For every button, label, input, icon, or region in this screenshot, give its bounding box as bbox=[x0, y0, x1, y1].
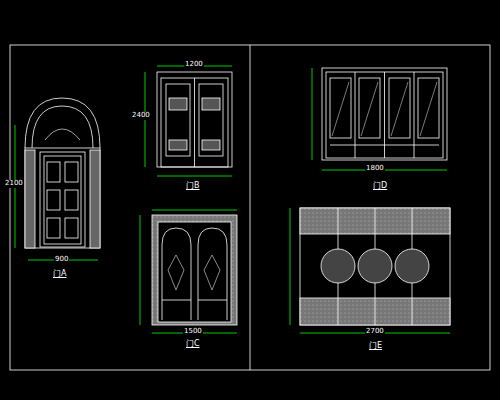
dimension-text: 2400 bbox=[131, 112, 151, 120]
sliding-door bbox=[290, 208, 450, 333]
four-leaf-door bbox=[312, 68, 447, 170]
dimension-text: 2100 bbox=[4, 180, 24, 188]
drawing-caption: 门E bbox=[368, 342, 383, 351]
arched-door bbox=[15, 98, 100, 260]
drawing-caption: 门A bbox=[52, 270, 67, 279]
dimension-text: 1200 bbox=[184, 61, 204, 69]
double-door bbox=[145, 66, 232, 176]
dimension-text: 2700 bbox=[365, 328, 385, 336]
arched-glass-door bbox=[140, 210, 237, 333]
drawing-caption: 门D bbox=[372, 182, 388, 191]
dimension-text: 1800 bbox=[365, 165, 385, 173]
drawing-caption: 门C bbox=[185, 340, 201, 349]
drawing-caption: 门B bbox=[185, 182, 201, 191]
dimension-text: 900 bbox=[54, 256, 69, 264]
dimension-text: 1500 bbox=[183, 328, 203, 336]
